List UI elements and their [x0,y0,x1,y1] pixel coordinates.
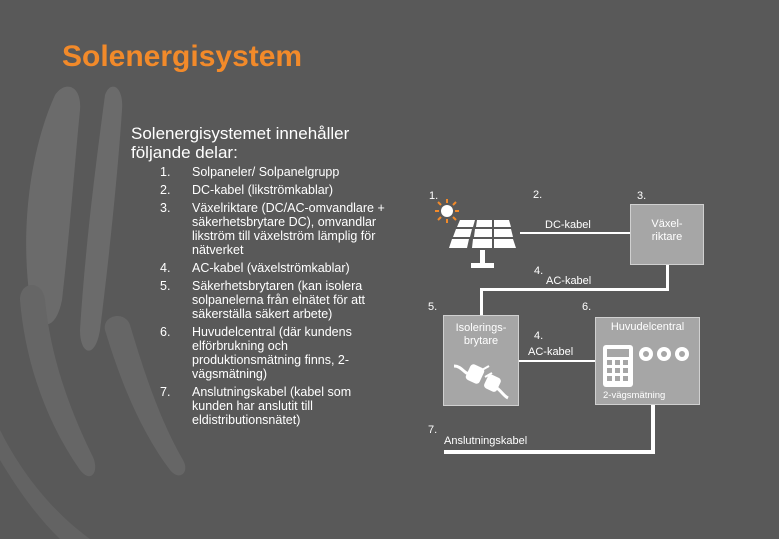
page-title: Solenergisystem [62,40,303,73]
item-text: Växelriktare (DC/AC-omvandlare + säkerhe… [192,201,385,257]
meter-note: 2-vägsmätning [603,390,666,401]
connection-cable-line-v [651,405,655,454]
label-4a: 4. [534,265,544,277]
item-text: Anslutningskabel (kabel som kunden har a… [192,385,352,427]
item-text: Säkerhetsbrytaren (kan isolera solpanele… [192,279,366,321]
ac-cable-top-line-v-right [666,264,669,291]
ac-cable-mid-label: AC-kabel [528,346,574,358]
inverter-label: Växel- riktare [651,218,683,243]
components-list: 1. Solpaneler/ Solpanelgrupp 2. DC-kabel (… [160,165,390,431]
isolator-box [443,315,519,406]
sun-icon [435,199,459,223]
plug-icon [453,364,509,400]
label-1: 1. [429,190,439,202]
item-number: 4. [160,261,171,275]
item-text: AC-kabel (växelströmkablar) [192,261,350,275]
ac-cable-top-line-v-left [480,288,483,320]
list-item: 1. Solpaneler/ Solpanelgrupp [160,165,390,179]
meter-icon [603,345,689,387]
list-item: 3. Växelriktare (DC/AC-omvandlare + säker… [160,201,390,257]
connection-cable-label: Anslutningskabel [444,435,528,447]
inverter-box [630,204,704,265]
connection-cable-line-h [444,450,654,454]
item-text: DC-kabel (likströmkablar) [192,183,333,197]
isolator-label: Isolerings- brytare [455,322,507,347]
list-item: 6. Huvudelcentral (där kundens elförbrukn… [160,325,390,381]
list-item: 2. DC-kabel (likströmkablar) [160,183,390,197]
item-number: 5. [160,279,171,293]
solar-panel-icon [449,220,516,268]
ac-cable-top-line-h [480,288,668,291]
label-2: 2. [533,189,543,201]
list-item: 5. Säkerhetsbrytaren (kan isolera solpane… [160,279,390,321]
label-7: 7. [428,424,438,436]
list-item: 7. Anslutningskabel (kabel som kunden har… [160,385,390,427]
label-4b: 4. [534,330,544,342]
item-text: Huvudelcentral (där kundens elförbruknin… [192,325,352,381]
ac-cable-mid-line [518,360,596,362]
item-text: Solpaneler/ Solpanelgrupp [192,165,340,179]
main-panel-label: Huvudelcentral [610,321,685,333]
item-number: 7. [160,385,171,399]
label-5: 5. [428,301,438,313]
dc-cable-label: DC-kabel [545,219,591,231]
item-number: 3. [160,201,171,215]
item-number: 6. [160,325,171,339]
item-number: 2. [160,183,171,197]
item-number: 1. [160,165,171,179]
list-item: 4. AC-kabel (växelströmkablar) [160,261,390,275]
label-3: 3. [637,190,647,202]
dc-cable-line [520,232,632,234]
ac-cable-top-label: AC-kabel [546,275,592,287]
label-6: 6. [582,301,592,313]
intro-text: Solenergisystemet innehåller följande de… [131,124,350,162]
